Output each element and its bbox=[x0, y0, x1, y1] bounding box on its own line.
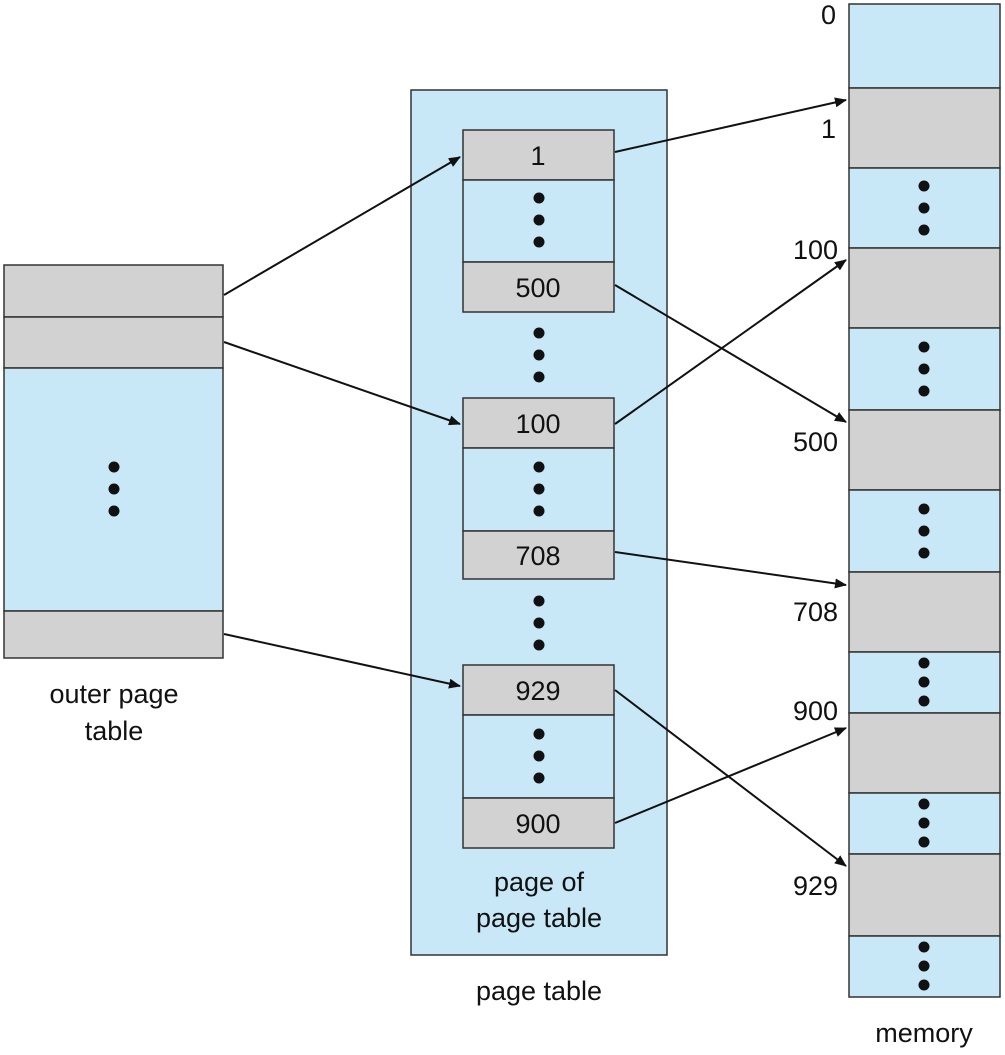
ellipsis-icon bbox=[918, 180, 930, 236]
memory-frame-label: 100 bbox=[793, 235, 838, 265]
ellipsis-icon bbox=[533, 728, 545, 784]
page-table-entry bbox=[462, 530, 615, 580]
page-of-page-table: 1 500 bbox=[462, 129, 615, 313]
page-of-page-table-label-line2: page table bbox=[476, 903, 602, 933]
ellipsis-icon bbox=[918, 941, 930, 991]
memory-frame-label: 0 bbox=[821, 0, 836, 30]
arrow-outer-to-page-100 bbox=[223, 341, 461, 426]
memory-frame bbox=[848, 247, 1001, 329]
page-table-entry bbox=[462, 129, 615, 181]
outer-page-table: outer page table bbox=[3, 264, 224, 746]
page-of-page-table-label-line1: page of bbox=[494, 867, 585, 897]
ellipsis-icon bbox=[533, 461, 545, 517]
arrow-708-to-frame-708 bbox=[614, 551, 847, 589]
page-table-entry-value: 708 bbox=[515, 541, 560, 571]
arrow-1-to-frame-1 bbox=[614, 97, 847, 153]
memory-frame bbox=[848, 3, 1001, 89]
memory-frame bbox=[848, 571, 1001, 653]
pointer-arrows bbox=[223, 97, 847, 867]
ellipsis-icon bbox=[918, 657, 930, 707]
page-table-label: page table bbox=[476, 976, 602, 1006]
memory-frame-label: 900 bbox=[793, 696, 838, 726]
ellipsis-icon bbox=[918, 341, 930, 397]
arrow-100-to-frame-100 bbox=[614, 259, 847, 425]
arrow-outer-to-page-929 bbox=[223, 633, 461, 689]
memory-frame bbox=[848, 87, 1001, 169]
arrow-outer-to-page-1 bbox=[223, 156, 461, 296]
memory-frame-label: 500 bbox=[793, 427, 838, 457]
memory-frame bbox=[848, 853, 1001, 937]
ellipsis-icon bbox=[918, 798, 930, 848]
memory-frame-label: 929 bbox=[793, 871, 838, 901]
page-of-page-table: 100 708 bbox=[462, 397, 615, 580]
arrow-900-to-frame-900 bbox=[614, 727, 847, 824]
page-table-entry bbox=[462, 797, 615, 849]
page-table-entry-value: 500 bbox=[515, 273, 560, 303]
page-table-entry-value: 929 bbox=[515, 676, 560, 706]
outer-table-entry bbox=[3, 610, 224, 659]
memory: 0 1 100 500 708 900 929 memory bbox=[793, 0, 1001, 1048]
outer-page-table-label-line1: outer page bbox=[49, 679, 178, 709]
page-table-entry-value: 100 bbox=[515, 409, 560, 439]
memory-frame-label: 708 bbox=[793, 597, 838, 627]
memory-label: memory bbox=[875, 1018, 973, 1048]
ellipsis-icon bbox=[533, 595, 545, 651]
outer-table-entry bbox=[3, 264, 224, 318]
page-table-entry-value: 1 bbox=[530, 141, 545, 171]
ellipsis-icon bbox=[108, 461, 120, 517]
arrow-500-to-frame-500 bbox=[614, 284, 847, 423]
arrow-929-to-frame-929 bbox=[614, 689, 847, 867]
page-table-entry bbox=[462, 397, 615, 449]
page-of-page-table: 929 900 bbox=[462, 664, 615, 849]
ellipsis-icon bbox=[918, 503, 930, 559]
memory-frame bbox=[848, 409, 1001, 491]
memory-frame bbox=[848, 712, 1001, 794]
ellipsis-icon bbox=[533, 192, 545, 248]
outer-table-entry bbox=[3, 316, 224, 369]
outer-page-table-label-line2: table bbox=[85, 716, 144, 746]
page-table: 1 500 100 708 bbox=[410, 89, 668, 1006]
ellipsis-icon bbox=[533, 327, 545, 383]
page-table-entry-value: 900 bbox=[515, 809, 560, 839]
page-table-entry bbox=[462, 261, 615, 313]
memory-frame-label: 1 bbox=[821, 114, 836, 144]
